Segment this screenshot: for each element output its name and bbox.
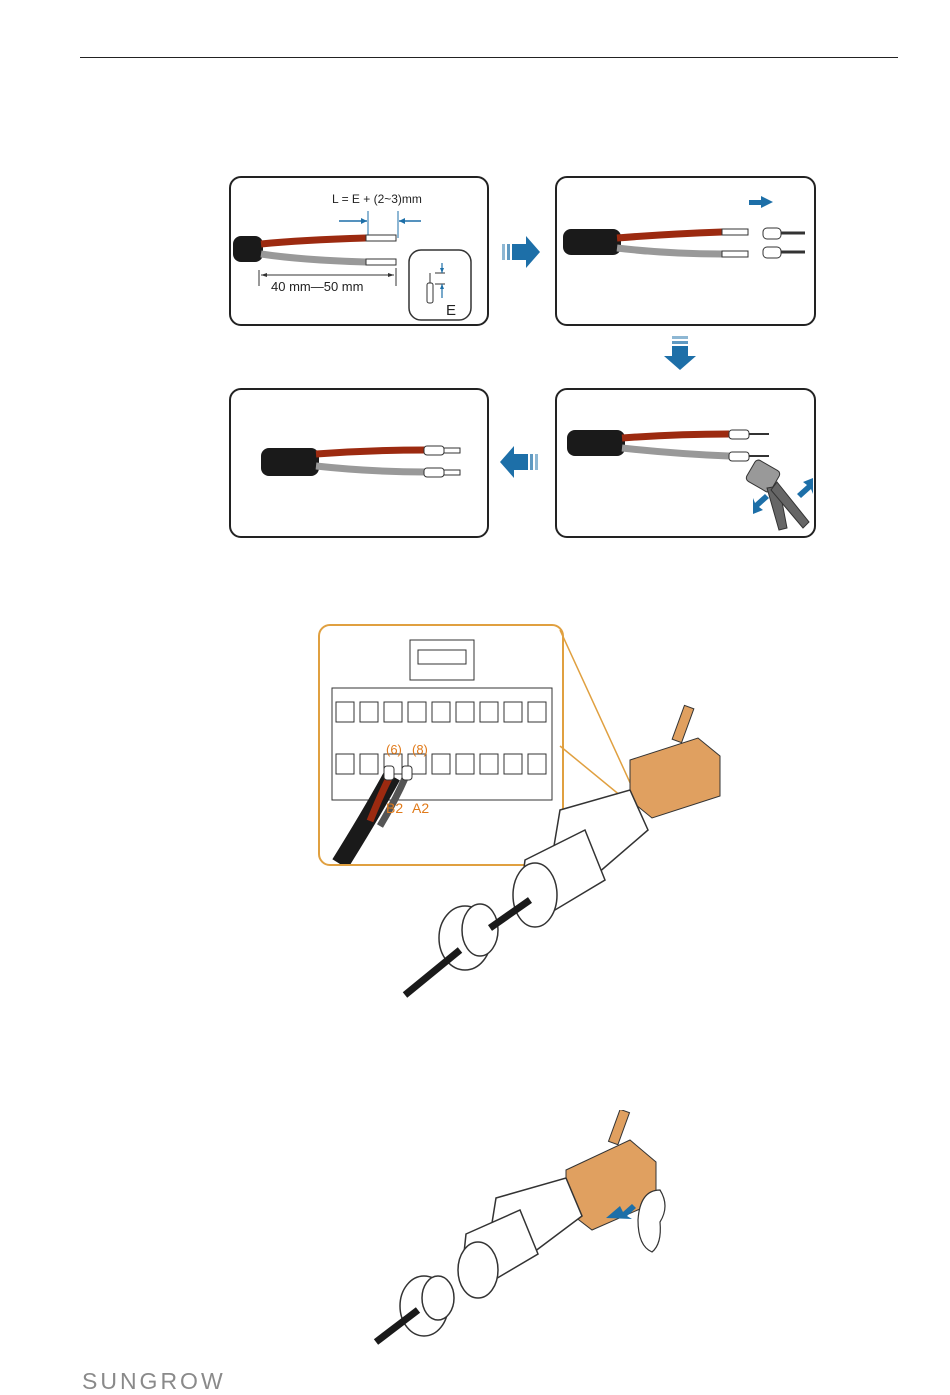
step4-finished-panel	[229, 388, 489, 538]
ferrule-illustration	[557, 178, 814, 324]
step1-strip-panel: L = E + (2~3)mm 40 mm—50 mm E	[229, 176, 489, 326]
connector-assembly-illustration	[370, 1110, 690, 1350]
sungrow-logo: SUNGROW	[82, 1368, 226, 1395]
crimp-illustration	[557, 390, 814, 536]
step2-ferrule-panel	[555, 176, 816, 326]
step3-crimp-panel	[555, 388, 816, 538]
connector-exploded-illustration	[380, 620, 740, 1000]
arrow-down-icon	[664, 336, 696, 372]
strip-length-label: 40 mm—50 mm	[271, 279, 363, 294]
ferrule-e-label: E	[446, 302, 456, 319]
arrow-left-icon	[500, 446, 540, 478]
strip-formula-label: L = E + (2~3)mm	[332, 192, 422, 206]
finished-cable-illustration	[231, 390, 487, 536]
header-rule	[80, 57, 898, 58]
arrow-right-icon	[502, 236, 542, 268]
